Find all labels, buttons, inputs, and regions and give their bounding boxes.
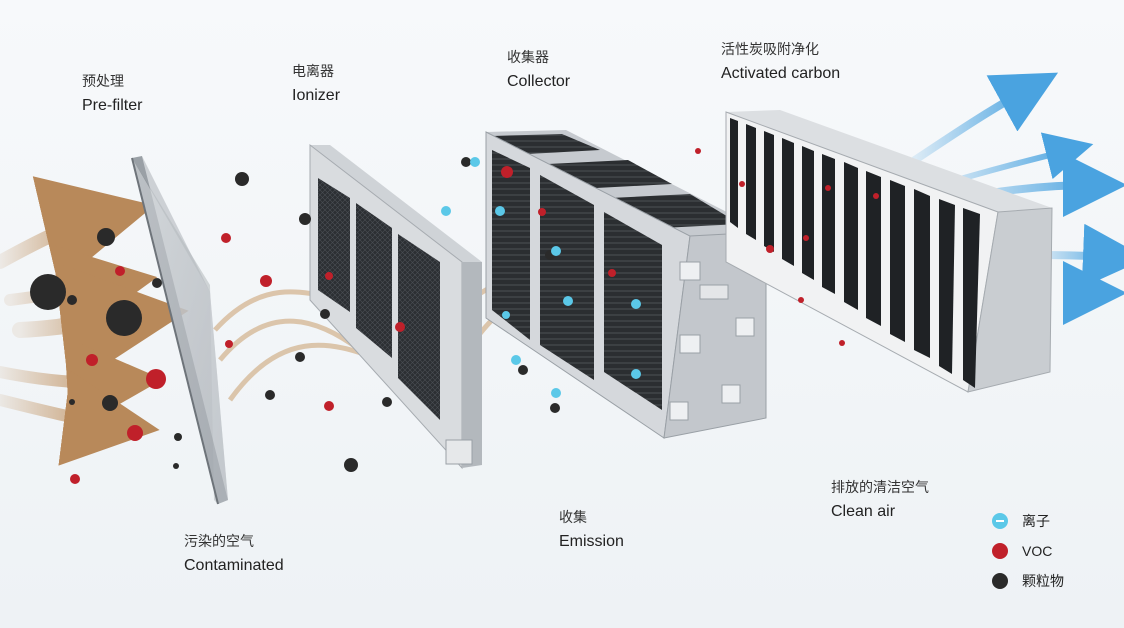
label-collector: 收集器 Collector	[507, 50, 570, 90]
legend: 离子 VOC 颗粒物	[992, 506, 1064, 596]
label-pre-filter-en: Pre-filter	[82, 97, 143, 114]
label-ionizer-zh: 电离器	[292, 63, 334, 79]
voc-dot-icon	[992, 543, 1008, 559]
ion-dot-icon	[992, 513, 1008, 529]
legend-label-voc: VOC	[1022, 543, 1053, 559]
label-clean-air-en: Clean air	[831, 503, 896, 520]
label-emission: 收集 Emission	[559, 510, 624, 550]
dirty-air-flow	[0, 176, 189, 466]
label-clean-air: 排放的清洁空气 Clean air	[831, 480, 929, 520]
legend-item-particle: 颗粒物	[992, 566, 1064, 596]
legend-label-particle: 颗粒物	[1022, 573, 1064, 589]
ionizer-unit	[309, 143, 482, 470]
label-pre-filter-zh: 预处理	[82, 73, 124, 89]
label-collector-en: Collector	[507, 73, 571, 90]
label-emission-zh: 收集	[559, 509, 587, 525]
legend-item-voc: VOC	[992, 536, 1064, 566]
collector-unit	[485, 130, 767, 439]
label-clean-air-zh: 排放的清洁空气	[831, 479, 929, 495]
activated-carbon-unit	[725, 110, 1053, 393]
particle-dot-icon	[992, 573, 1008, 589]
pre-filter-panel	[131, 156, 228, 505]
label-ionizer: 电离器 Ionizer	[292, 64, 340, 104]
legend-label-ion: 离子	[1022, 513, 1050, 529]
particles	[30, 148, 879, 484]
label-pre-filter: 预处理 Pre-filter	[82, 74, 142, 114]
legend-item-ion: 离子	[992, 506, 1064, 536]
label-emission-en: Emission	[559, 533, 624, 550]
label-ionizer-en: Ionizer	[292, 87, 341, 104]
label-contaminated-zh: 污染的空气	[184, 533, 254, 549]
label-collector-zh: 收集器	[507, 49, 549, 65]
label-contaminated-en: Contaminated	[184, 557, 284, 574]
label-activated-carbon-zh: 活性炭吸附净化	[721, 41, 819, 57]
label-activated-carbon-en: Activated carbon	[721, 65, 841, 82]
label-activated-carbon: 活性炭吸附净化 Activated carbon	[721, 42, 840, 82]
label-contaminated: 污染的空气 Contaminated	[184, 534, 284, 574]
